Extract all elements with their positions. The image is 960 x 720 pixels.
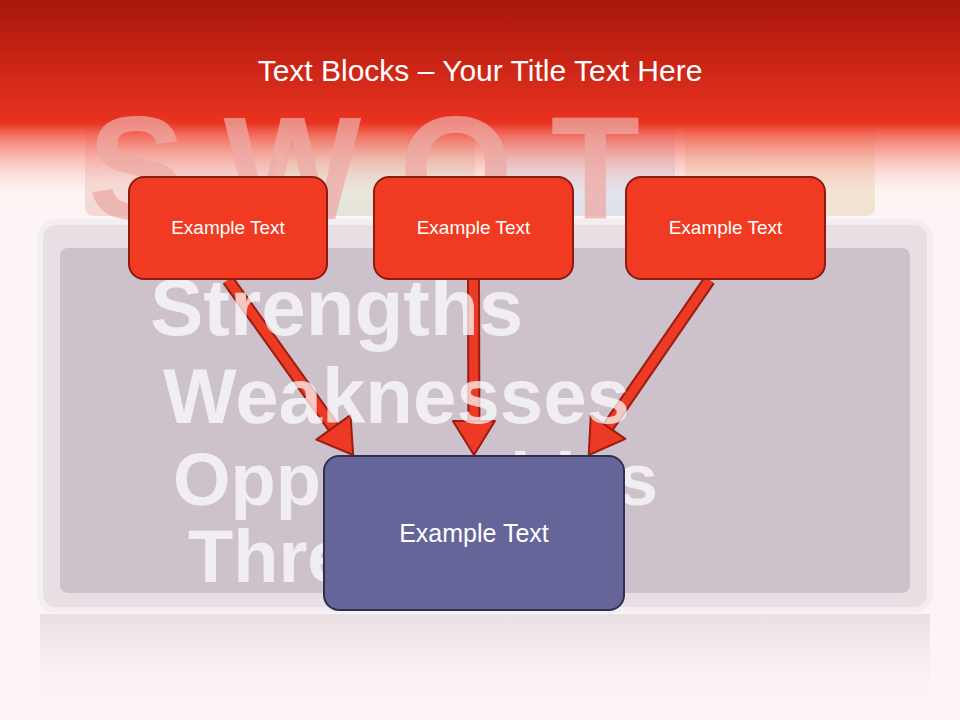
- box-text: Example Text: [669, 217, 783, 239]
- reflection: [40, 614, 930, 720]
- swot-box: [40, 222, 930, 610]
- result-box: Example Text: [323, 455, 625, 611]
- swot-panel: [60, 248, 910, 593]
- box-text: Example Text: [417, 217, 531, 239]
- box-text: Example Text: [171, 217, 285, 239]
- input-box: Example Text: [373, 176, 574, 280]
- watermark-word: Weaknesses: [163, 357, 630, 435]
- box-text: Example Text: [399, 519, 549, 548]
- watermark-word: Strengths: [150, 268, 523, 348]
- slide-title: Text Blocks – Your Title Text Here: [0, 54, 960, 88]
- input-box: Example Text: [128, 176, 328, 280]
- input-box: Example Text: [625, 176, 826, 280]
